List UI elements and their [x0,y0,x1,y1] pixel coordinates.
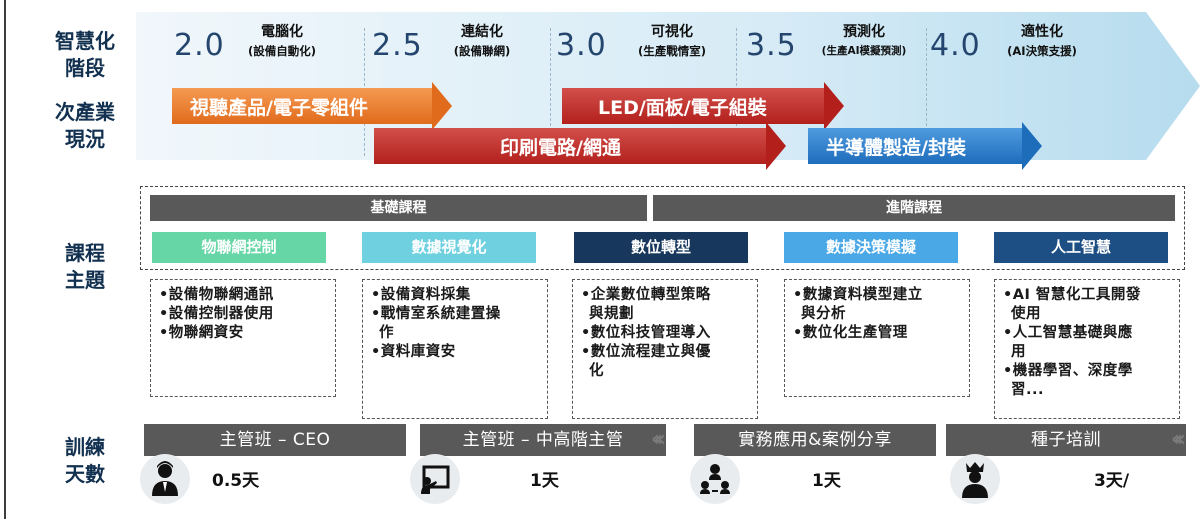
stage-title: 電腦化 [261,24,303,40]
label-topic: 課程 主題 [46,240,124,294]
course-title-decision-simulation: 數據決策模擬 [784,232,958,263]
stage-title: 適性化 [1021,24,1063,40]
stage-number: 3.5 [746,28,797,63]
course-item: •數據資料模型建立 [793,287,923,303]
course-items-digital-transformation: •企業數位轉型策略 與規劃 •數位科技管理導入 •數位流程建立與優 化 [572,279,758,419]
course-item: •設備物聯網通訊 [159,287,274,303]
label-stage-line2: 階段 [65,56,105,80]
industry-arrow-av-components: 視聽產品/電子零組件 [172,82,452,130]
training-bar-ceo: 主管班 – CEO [144,424,406,456]
course-items-iot: •設備物聯網通訊 •設備控制器使用 •物聯網資安 [150,279,336,397]
label-topic-line1: 課程 [65,241,105,265]
stage-subtitle: (生產AI模擬預測) [821,45,907,57]
training-days: 0.5天 [212,471,260,491]
course-item: •數位流程建立與優 [581,344,711,360]
course-item: 化 [589,363,604,379]
stage-subtitle: (生產戰情室) [637,44,706,58]
course-item: •資料庫資安 [371,344,456,360]
course-items-visualization: •設備資料採集 •戰情室系統建置操 作 •資料庫資安 [362,279,548,419]
stage-band: 2.0 電腦化 (設備自動化) 2.5 連結化 (設備聯網) 3.0 可視化 (… [136,12,1200,170]
course-item: •戰情室系統建置操 [371,306,501,322]
course-item: 作 [379,325,394,341]
course-items-ai: •AI 智慧化工具開發 使用 •人工智慧基礎與應 用 •機器學習、深度學 習..… [994,279,1180,419]
label-stage: 智慧化 階段 [46,28,124,82]
label-days-line1: 訓練 [65,435,105,459]
industry-label: 視聽產品/電子零組件 [190,96,368,119]
course-item: •設備資料採集 [371,287,471,303]
industry-arrow-pcb-network: 印刷電路/網通 [374,122,786,170]
label-industry-line2: 現況 [65,127,105,151]
industry-arrow-led-panel: LED/面板/電子組裝 [562,82,844,130]
course-item: 用 [1011,344,1026,360]
course-section-frame [140,186,1185,270]
course-title-text: 數位轉型 [630,238,691,256]
stage-title: 預測化 [843,24,885,40]
course-item: 習... [1011,382,1045,398]
chevron-left-icon: ‹‹‹ [650,427,666,452]
network-people-icon [690,454,740,504]
course-item: 使用 [1011,306,1041,322]
stage-separator [550,28,551,156]
training-days: 1天 [812,471,841,491]
course-title-visualization: 數據視覺化 [362,232,536,263]
stage-title: 連結化 [461,24,503,40]
label-industry-line1: 次產業 [55,100,115,124]
label-stage-line1: 智慧化 [55,29,115,53]
course-title-text: 物聯網控制 [201,238,277,256]
stage-subtitle: (AI決策支援) [1007,44,1077,58]
training-bar-seed: 種子培訓 ‹‹‹ [946,424,1186,456]
course-title-text: 人工智慧 [1050,238,1111,256]
course-title-iot: 物聯網控制 [152,232,326,263]
training-bar-practice: 實務應用&案例分享 [694,424,936,456]
label-industry: 次產業 現況 [46,99,124,153]
stage-separator [926,28,927,156]
course-title-ai: 人工智慧 [994,232,1168,263]
training-days: 1天 [530,471,559,491]
training-name: 實務應用&案例分享 [738,430,892,450]
course-item: 與分析 [801,306,846,322]
industry-label: 半導體製造/封裝 [826,136,966,159]
stage-number: 2.0 [174,28,225,63]
crown-person-icon [950,454,1000,504]
label-days: 訓練 天數 [46,434,124,488]
course-item: •AI 智慧化工具開發 [1003,287,1141,303]
industry-label: LED/面板/電子組裝 [598,96,767,119]
course-title-text: 數據決策模擬 [825,238,916,256]
stage-number: 4.0 [930,28,981,63]
manager-icon [140,454,190,504]
course-item: •機器學習、深度學 [1003,363,1133,379]
stage-title: 可視化 [651,24,693,40]
presentation-icon [410,454,460,504]
course-item: •數位化生產管理 [793,325,908,341]
training-name: 主管班 – 中高階主管 [462,430,624,450]
course-item: •數位科技管理導入 [581,325,711,341]
industry-arrow-semiconductor: 半導體製造/封裝 [808,122,1042,170]
training-bar-senior-manager: 主管班 – 中高階主管 ‹‹‹ [420,424,666,456]
chevron-left-icon: ‹‹‹ [1170,427,1186,452]
course-item: •企業數位轉型策略 [581,287,711,303]
course-group-basic: 基礎課程 [150,195,647,221]
course-title-digital-transformation: 數位轉型 [574,232,748,263]
course-title-text: 數據視覺化 [411,238,487,256]
stage-number: 3.0 [556,28,607,63]
label-days-line2: 天數 [65,462,105,486]
course-group-advanced: 進階課程 [653,195,1175,221]
stage-subtitle: (設備聯網) [453,44,511,58]
course-item: •人工智慧基礎與應 [1003,325,1133,341]
course-items-decision-simulation: •數據資料模型建立 與分析 •數位化生產管理 [784,279,970,397]
training-name: 種子培訓 [1031,430,1101,450]
stage-subtitle: (設備自動化) [247,44,316,58]
stage-number: 2.5 [372,28,423,63]
industry-label: 印刷電路/網通 [500,136,621,159]
course-item: •設備控制器使用 [159,306,274,322]
training-name: 主管班 – CEO [219,430,331,450]
left-border [4,0,6,519]
label-topic-line2: 主題 [65,268,105,292]
course-item: •物聯網資安 [159,325,244,341]
course-item: 與規劃 [589,306,634,322]
training-days: 3天/ [1094,471,1130,491]
